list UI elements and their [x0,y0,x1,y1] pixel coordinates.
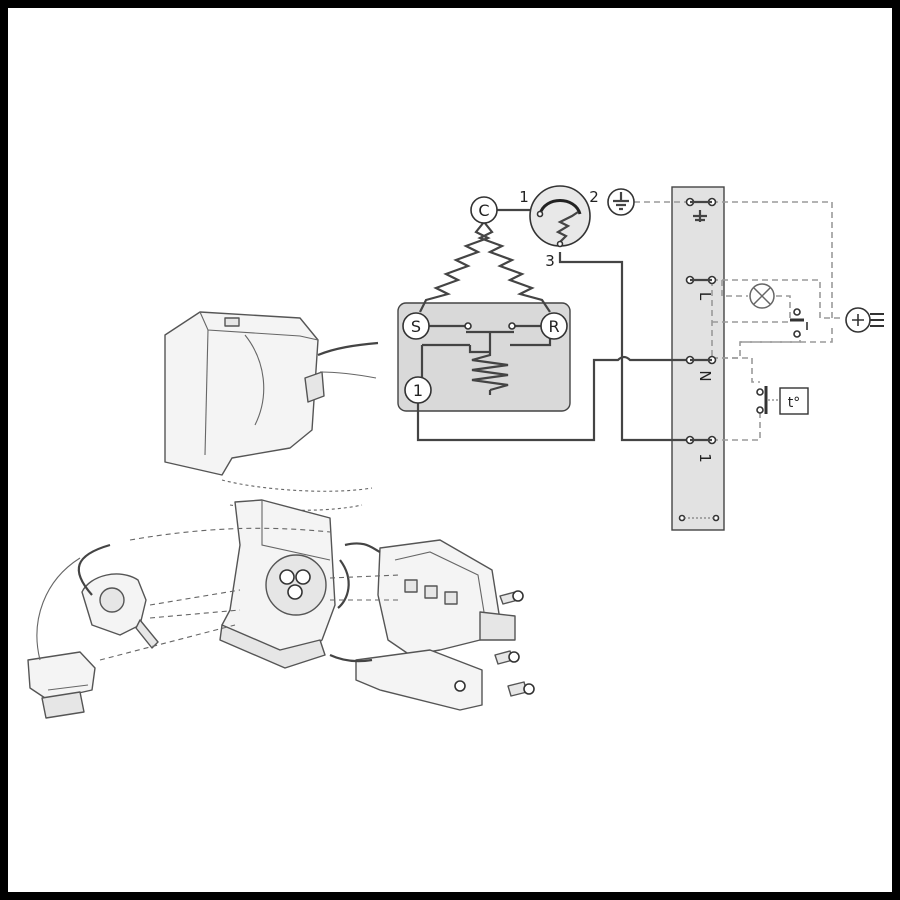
wiring-schematic: C S R 1 1 2 3 [397,185,884,531]
svg-text:t°: t° [788,395,801,411]
svg-text:C: C [478,201,489,220]
relay-base [355,649,483,711]
plug-icon [845,307,884,333]
screw-2 [494,650,520,665]
screw-3 [507,681,535,697]
capacitor-socket [27,651,96,701]
thermostat-icon: t° [756,386,809,415]
strip-bottom-link [678,514,720,522]
ground-icon [607,188,635,216]
terminal-s: S [402,312,430,340]
relay-block [377,539,501,656]
terminal-c: C [470,196,498,224]
switch-icon [790,308,808,338]
svg-text:R: R [548,317,559,336]
strip-1-terminal: 1 [685,435,717,463]
svg-text:1: 1 [413,381,423,400]
svg-text:1: 1 [519,188,529,206]
terminal-relay-1: 1 [404,376,432,404]
compressor-assembly-illustration [27,311,535,719]
compressor-cover [164,311,319,476]
screw-1 [499,590,524,605]
svg-text:L: L [696,292,714,301]
strip-l-terminal: L [685,275,717,301]
svg-text:3: 3 [545,252,555,270]
lamp-icon [749,283,775,309]
svg-text:2: 2 [589,188,599,206]
overload-protector-symbol: 1 2 3 [519,185,599,270]
terminal-r: R [540,312,568,340]
strip-ground-terminal [685,197,717,222]
svg-text:S: S [411,317,421,336]
svg-text:N: N [696,370,714,381]
strip-n-terminal: N [685,355,717,382]
svg-text:1: 1 [696,453,714,463]
